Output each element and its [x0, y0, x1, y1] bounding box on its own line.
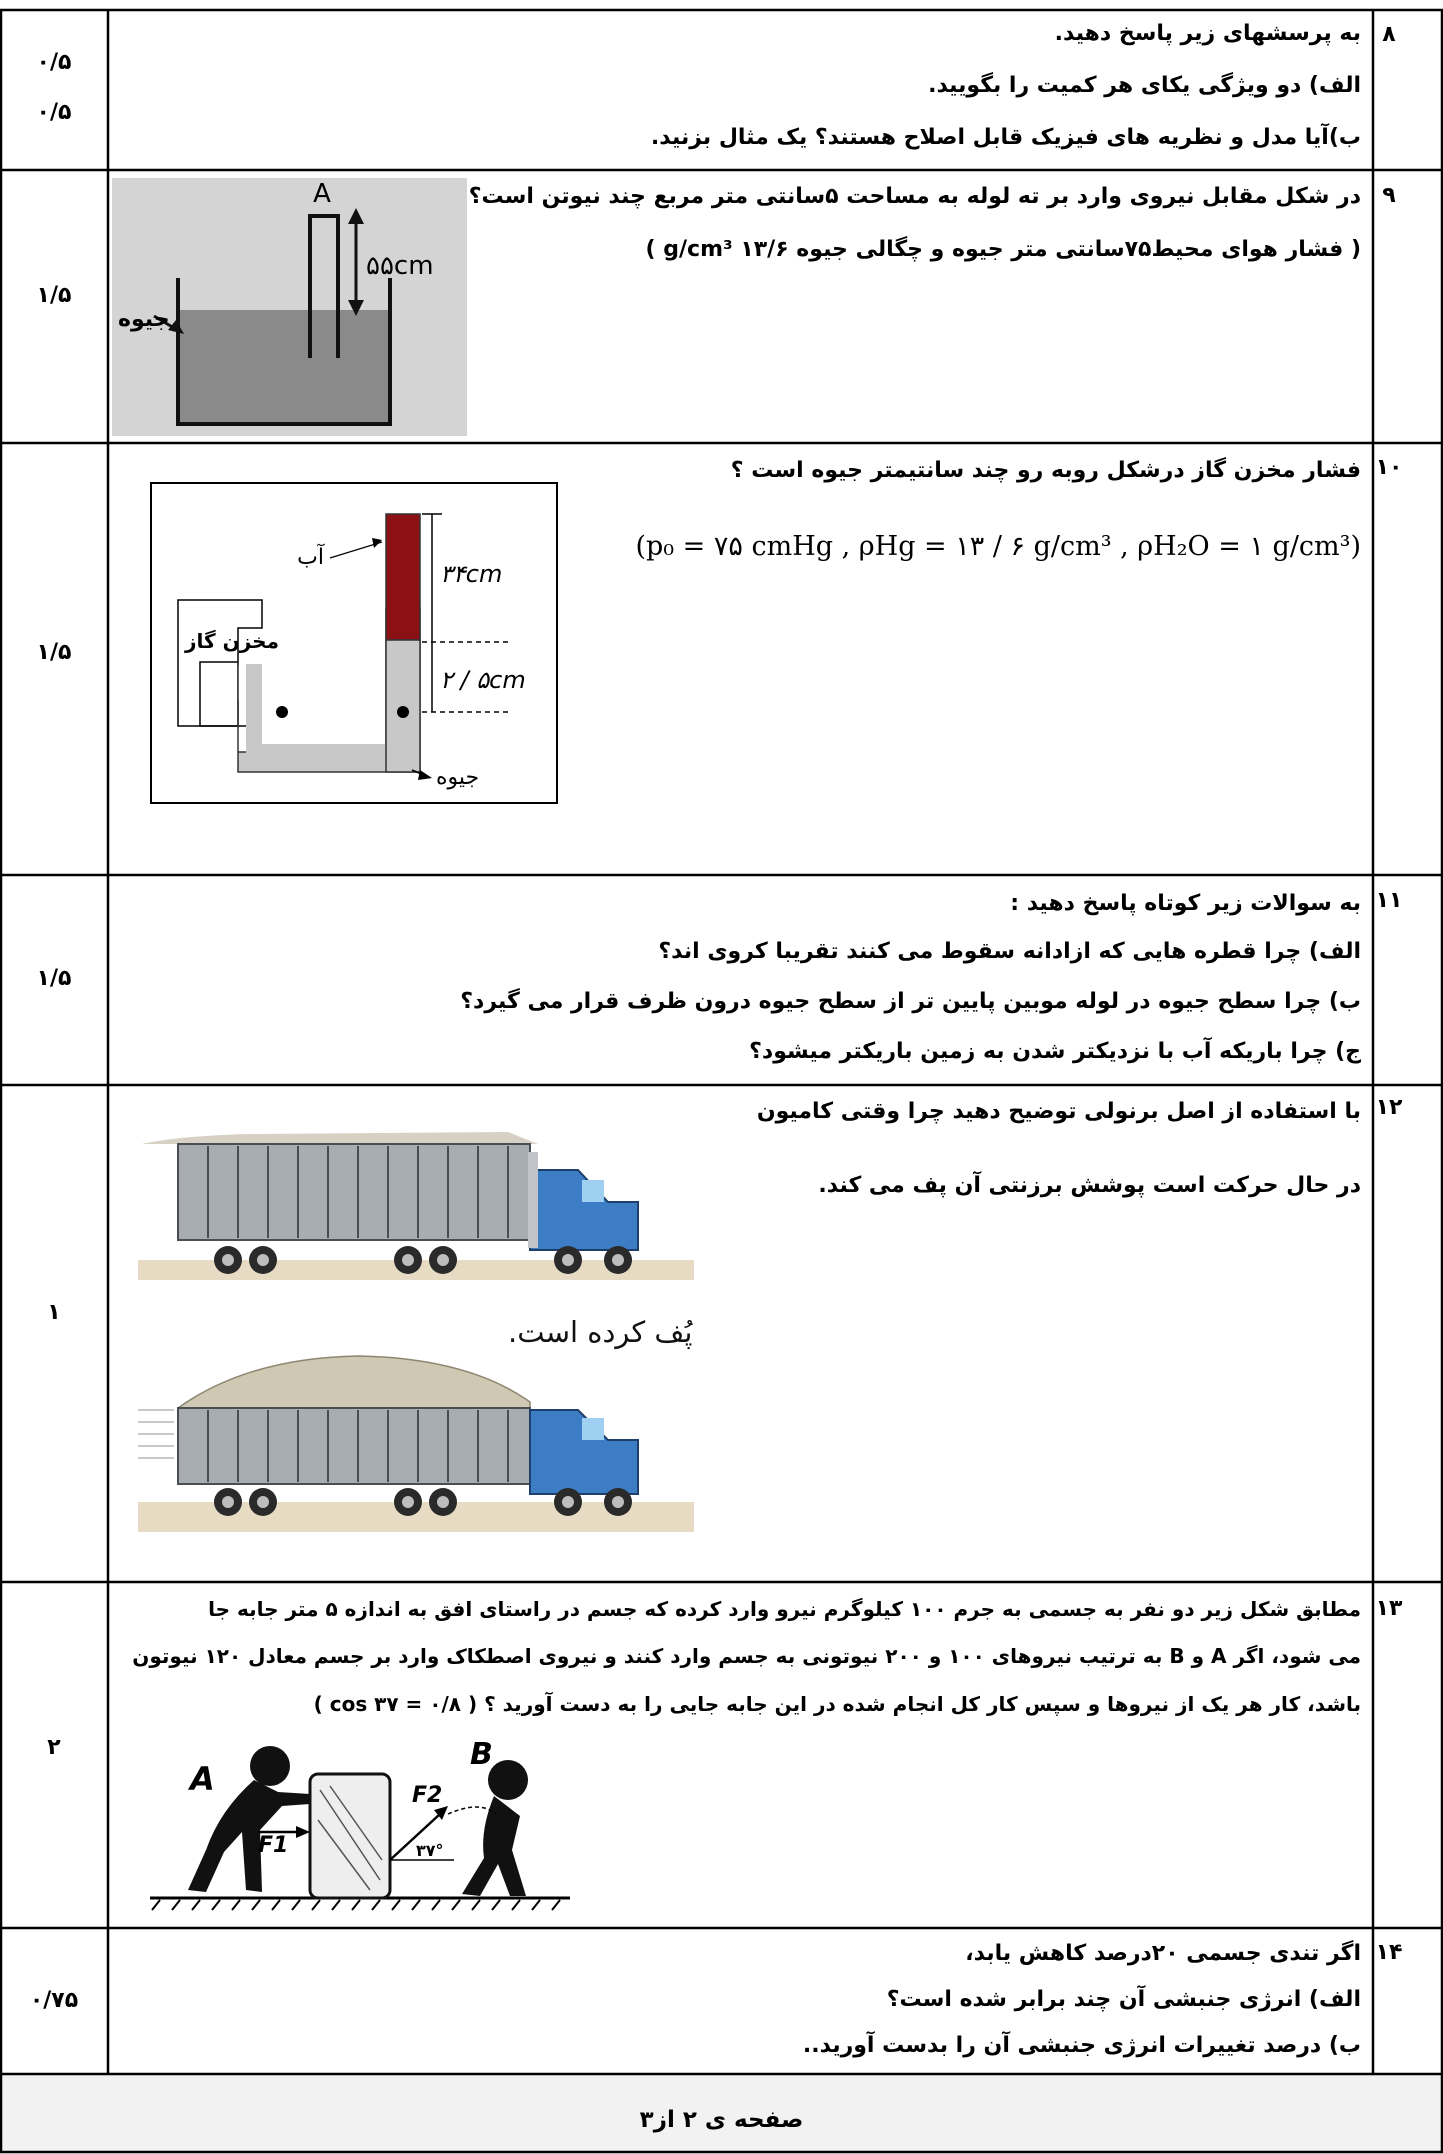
q8-line-1: به پرسشهای زیر پاسخ دهید. [1054, 21, 1361, 46]
q13-label-f1: F1 [258, 1833, 288, 1858]
score-11: ۱/۵ [36, 966, 72, 991]
q10-label-water: آب [297, 543, 325, 570]
q10-label-water-height: ۳۴cm [440, 560, 502, 588]
question-number-8: ۸ [1382, 22, 1396, 47]
score-10: ۱/۵ [36, 640, 72, 665]
q8-line-3: ب)آیا مدل و نظریه های فیزیک قابل اصلاح ه… [650, 125, 1361, 150]
q13-line-3: باشد، کار هر یک از نیروها و سپس کار کل ا… [313, 1692, 1361, 1716]
q11-line-4: ج) چرا باریکه آب با نزدیکتر شدن به زمین … [749, 1039, 1361, 1064]
q12-line-2: در حال حرکت است پوشش برزنتی آن پف می کند… [818, 1173, 1361, 1198]
score-8b: ۰/۵ [36, 100, 72, 125]
question-number-13: ۱۳ [1375, 1596, 1403, 1621]
q13-line-1: مطابق شکل زیر دو نفر به جسمی به جرم ۱۰۰ … [208, 1597, 1361, 1621]
page-number: صفحه ی ۲ از۳ [639, 2107, 804, 2133]
truck-top [138, 1132, 694, 1280]
q12-caption: پوشش برزنتی پُف کرده است. [508, 1315, 694, 1350]
q13-push-pull-figure: A B F1 F2 ۳۷° [150, 1740, 570, 1911]
question-number-9: ۹ [1382, 183, 1396, 208]
q13-label-a: A [187, 1760, 215, 1798]
q10-label-tank: مخزن گاز [184, 629, 279, 653]
q10-formula: (p₀ = ۷۵ cmHg , ρHg = ۱۳ / ۶ g/cm³ , ρH₂… [635, 531, 1361, 562]
q9-line-2: ( فشار هوای محیط۷۵سانتی متر جیوه و چگالی… [645, 237, 1361, 262]
q8-line-2: الف) دو ویژگی یکای هر کمیت را بگویید. [928, 73, 1361, 98]
q12-truck-figure: پوشش برزنتی پُف کرده است. [138, 1110, 694, 1552]
q9-barometer-figure: A ۵۵cm جیوه [112, 178, 467, 436]
q9-label-length: ۵۵cm [366, 251, 434, 281]
q10-label-mercury-height: ۲ / ۵cm [440, 666, 526, 694]
q10-manometer-figure: آب ۳۴cm مخزن گاز ۲ / ۵cm جیوه [150, 482, 558, 804]
score-8a: ۰/۵ [36, 50, 72, 75]
q11-line-3: ب) چرا سطح جیوه در لوله موبین پایین تر ا… [460, 989, 1361, 1014]
score-12: ۱ [47, 1300, 61, 1325]
question-number-11: ۱۱ [1375, 888, 1403, 913]
q9-line-1: در شکل مقابل نیروی وارد بر ته لوله به مس… [468, 184, 1361, 209]
q9-label-a: A [313, 179, 331, 209]
q13-label-b: B [470, 1740, 493, 1772]
q13-line-2: می شود، اگر A و B به ترتیب نیروهای ۱۰۰ و… [132, 1644, 1361, 1668]
q13-label-f2: F2 [412, 1783, 442, 1808]
truck-bottom [138, 1355, 694, 1532]
question-number-10: ۱۰ [1375, 455, 1403, 480]
q10-label-mercury: جیوه [436, 765, 479, 790]
q14-line-2: الف) انرژی جنبشی آن چند برابر شده است؟ [886, 1987, 1361, 2012]
score-9: ۱/۵ [36, 283, 72, 308]
q11-line-1: به سوالات زیر کوتاه پاسخ دهید : [1010, 891, 1361, 916]
q14-line-1: اگر تندی جسمی ۲۰درصد کاهش یابد، [965, 1941, 1361, 1966]
person-a [188, 1746, 310, 1892]
q11-line-2: الف) چرا قطره هایی که ازادانه سقوط می کن… [658, 939, 1361, 964]
q14-line-3: ب) درصد تغییرات انرژی جنبشی آن را بدست آ… [802, 2033, 1361, 2058]
person-b [462, 1760, 528, 1896]
q13-label-angle: ۳۷° [416, 1841, 444, 1860]
q10-line-1: فشار مخزن گاز درشکل روبه رو چند سانتیمتر… [730, 458, 1361, 483]
question-number-14: ۱۴ [1375, 1940, 1403, 1965]
q9-label-mercury: جیوه [118, 307, 170, 332]
score-14: ۰/۷۵ [29, 1988, 79, 2013]
q12-line-1: با استفاده از اصل برنولی توضیح دهید چرا … [756, 1099, 1361, 1124]
question-number-12: ۱۲ [1375, 1095, 1403, 1120]
score-13: ۲ [47, 1735, 61, 1760]
